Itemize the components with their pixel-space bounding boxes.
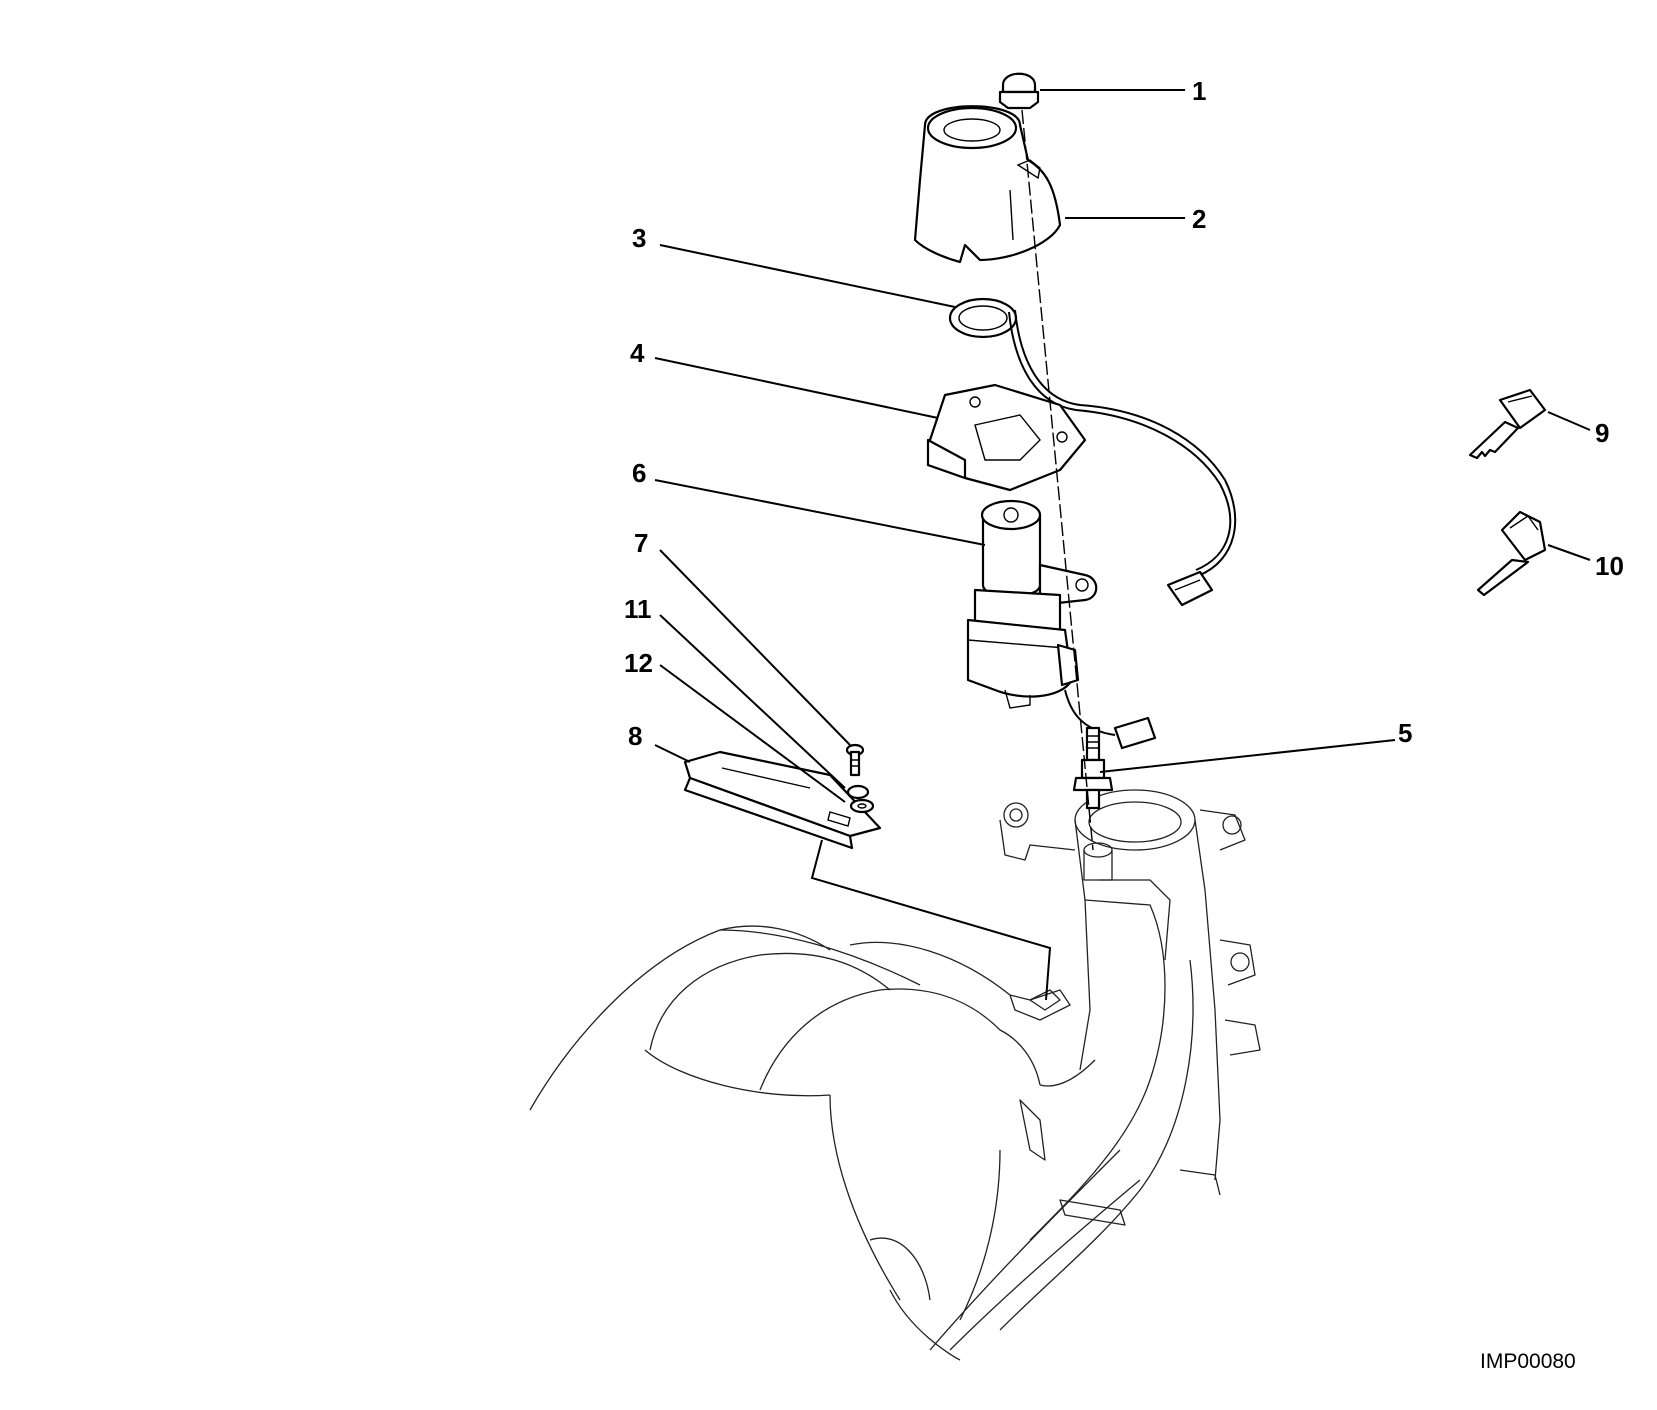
callout-4: 4 xyxy=(630,338,645,368)
immobiliser-antenna-wire xyxy=(1008,309,1237,607)
callout-6: 6 xyxy=(632,458,646,488)
callout-11: 11 xyxy=(624,594,652,624)
part-5-shear-bolt xyxy=(1072,726,1114,810)
callout-1: 1 xyxy=(1192,76,1206,106)
part-8-immobiliser-module xyxy=(683,750,882,850)
frame-and-tank-outline xyxy=(529,789,1261,1361)
callout-labels: 1 2 3 4 5 6 7 8 9 10 11 12 xyxy=(624,76,1624,751)
callout-9: 9 xyxy=(1595,418,1609,448)
part-6-ignition-switch xyxy=(966,499,1157,750)
assembly-axis-line xyxy=(1021,109,1094,851)
leader-lines xyxy=(654,89,1591,803)
module-mounting-path xyxy=(810,839,1052,1001)
callout-2: 2 xyxy=(1192,204,1206,234)
callout-12: 12 xyxy=(624,648,653,678)
part-2-switch-cover xyxy=(913,105,1062,264)
part-9-key xyxy=(1468,388,1547,460)
callout-3: 3 xyxy=(632,223,646,253)
part-3-seal-ring xyxy=(948,297,1018,339)
part-4-mounting-plate xyxy=(926,383,1087,492)
part-12-washer xyxy=(849,798,875,814)
part-10-key xyxy=(1476,510,1547,597)
part-1-cap-nut xyxy=(998,72,1040,110)
part-7-screw xyxy=(845,743,865,777)
callout-8: 8 xyxy=(628,721,642,751)
callout-10: 10 xyxy=(1595,551,1624,581)
part-11-washer xyxy=(846,784,870,800)
callout-5: 5 xyxy=(1398,718,1412,748)
reference-code: IMP00080 xyxy=(1480,1350,1576,1373)
callout-7: 7 xyxy=(634,528,648,558)
